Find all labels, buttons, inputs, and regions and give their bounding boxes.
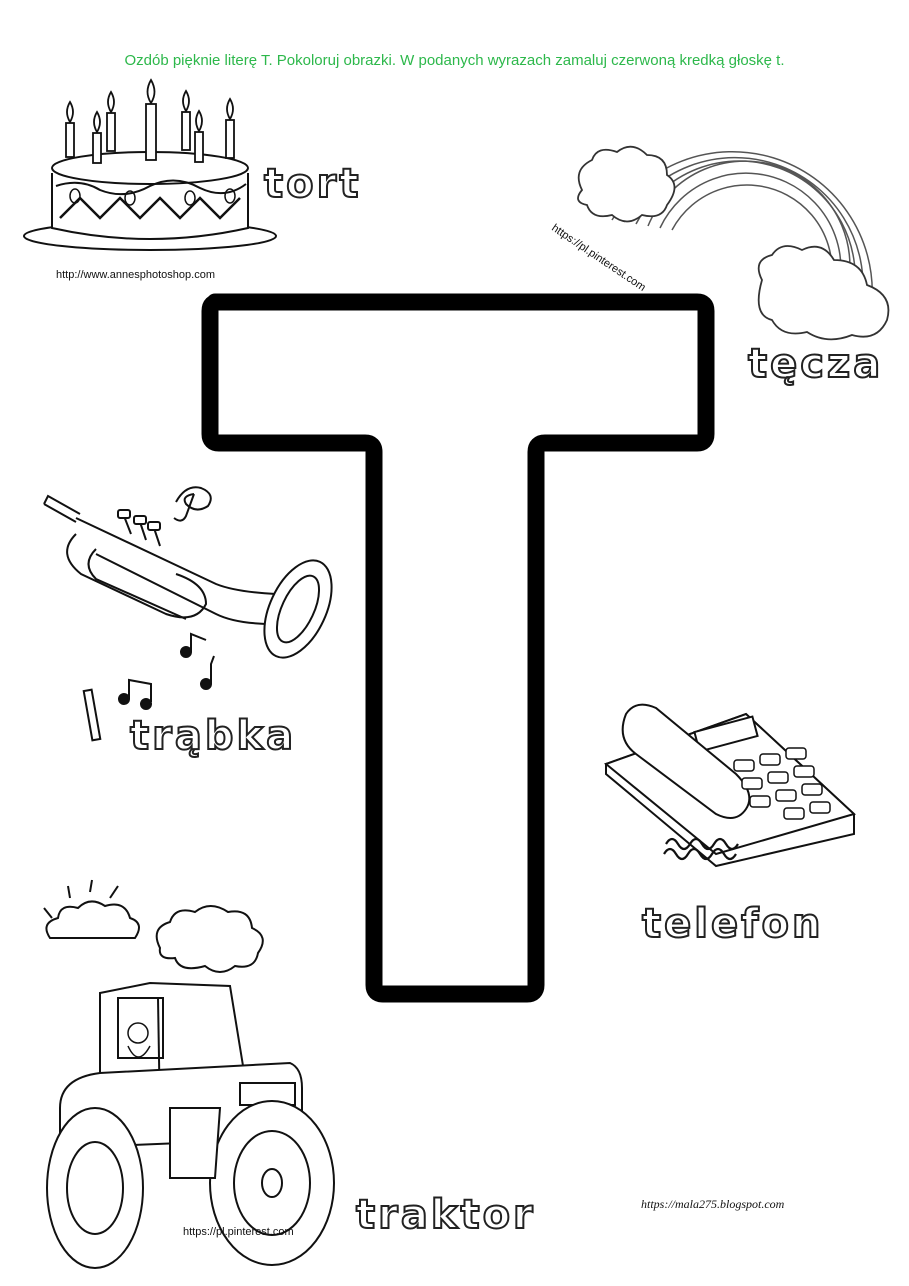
telephone-icon <box>603 703 856 868</box>
word-traktor: traktor <box>355 1192 536 1238</box>
credit-cake: http://www.annesphotoshop.com <box>56 269 215 281</box>
word-trabka: trąbka <box>129 713 297 759</box>
rainbow-icon <box>577 145 890 341</box>
credit-blog: https://mala275.blogspot.com <box>641 1197 785 1211</box>
cake-icon <box>23 78 277 251</box>
word-tecza: tęcza <box>747 341 884 387</box>
word-telefon: telefon <box>641 901 824 947</box>
credit-tractor: https://pl.pinterest.com <box>183 1226 294 1238</box>
trumpet-icon <box>43 486 333 742</box>
tractor-icon <box>43 879 335 1269</box>
instruction-text: Ozdób pięknie literę T. Pokoloruj obrazk… <box>124 52 785 69</box>
word-tort: tort <box>263 161 362 207</box>
